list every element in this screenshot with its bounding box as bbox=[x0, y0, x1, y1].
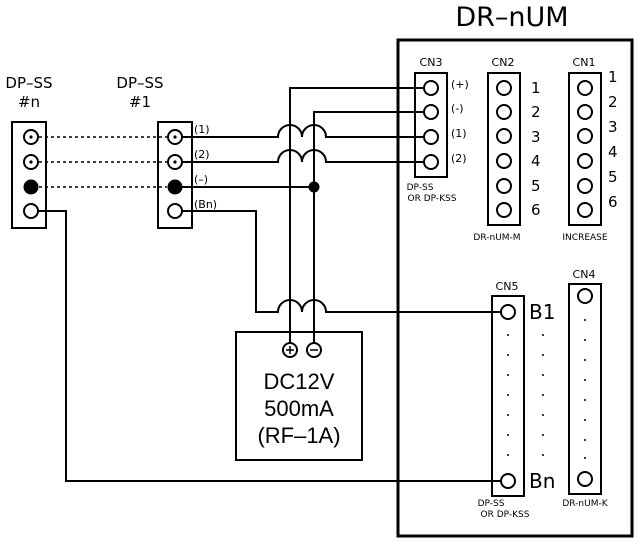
wire-bn-n bbox=[38, 210, 501, 482]
cn3-label: CN3 bbox=[420, 56, 443, 69]
dpss-1-label-bn: (Bn) bbox=[194, 198, 217, 211]
cn3-pin-label-2: (2) bbox=[451, 152, 467, 165]
dpss-n-terminal-block bbox=[11, 121, 47, 229]
cn5-connector bbox=[491, 295, 525, 497]
psu-model: (RF–1A) bbox=[257, 423, 340, 448]
wire-minus bbox=[313, 111, 424, 343]
cn3-pin-label-minus: (-) bbox=[451, 102, 464, 115]
wire-signal-2 bbox=[182, 149, 424, 163]
cn2-pin-3: 3 bbox=[531, 128, 541, 146]
cn4-label: CN4 bbox=[573, 268, 596, 281]
cn1-pin-1: 1 bbox=[608, 68, 618, 86]
cn4-connector bbox=[568, 283, 602, 495]
wire-signal-1 bbox=[182, 124, 424, 138]
cn3-pin-plus bbox=[423, 80, 439, 96]
cn5-pin-label-b1: B1 bbox=[529, 300, 555, 324]
cn4-pin-last bbox=[577, 471, 593, 487]
psu-current: 500mA bbox=[264, 396, 334, 421]
cn1-pin-2: 2 bbox=[608, 93, 618, 111]
cn1-pin-5: 5 bbox=[608, 168, 618, 186]
wire-plus bbox=[289, 87, 424, 343]
cn2-pins bbox=[496, 80, 512, 218]
power-supply bbox=[235, 331, 363, 461]
cn2-connector bbox=[487, 72, 521, 226]
cn5-pin-b1 bbox=[500, 304, 516, 320]
dpss-n-terminals bbox=[23, 129, 39, 219]
dpss-1-label-minus: (–) bbox=[194, 173, 208, 186]
cn2-pin-1: 1 bbox=[531, 79, 541, 97]
cn3-pin-label-plus: (+) bbox=[451, 78, 469, 91]
dpss-n-terminal-minus bbox=[23, 179, 39, 195]
cn1-pin-3: 3 bbox=[608, 118, 618, 136]
dpss-1-terminal-block bbox=[157, 121, 193, 229]
dpss-1-name: DP–SS bbox=[116, 74, 163, 92]
cn4-caption: DR-nUM-K bbox=[562, 499, 608, 509]
dpss-n-index: #n bbox=[18, 93, 40, 111]
cn3-connector bbox=[414, 72, 448, 178]
cn1-caption: INCREASE bbox=[562, 233, 607, 243]
junction-dot bbox=[308, 181, 320, 193]
cn3-pin-minus bbox=[423, 104, 439, 120]
dpss-1-terminal-bn bbox=[167, 203, 183, 219]
cn5-pin-label-bn: Bn bbox=[529, 469, 555, 493]
dpss-1-label-1: (1) bbox=[194, 123, 210, 136]
cn2-pin-6: 6 bbox=[531, 201, 541, 219]
cn5-caption-1: DP-SS bbox=[478, 499, 505, 509]
cn1-pin-4: 4 bbox=[608, 143, 618, 161]
cn5-dots bbox=[507, 334, 544, 456]
cn2-pin-2: 2 bbox=[531, 103, 541, 121]
cn1-pin-6: 6 bbox=[608, 193, 618, 211]
module-title: DR–nUM bbox=[455, 2, 568, 33]
cn2-pin-5: 5 bbox=[531, 177, 541, 195]
cn4-pin-first bbox=[577, 288, 593, 304]
dr-num-module bbox=[396, 38, 634, 538]
cn2-label: CN2 bbox=[492, 56, 515, 69]
cn3-pin-2 bbox=[423, 154, 439, 170]
cn3-pin-1 bbox=[423, 129, 439, 145]
dpss-1-index: #1 bbox=[129, 93, 151, 111]
dpss-1-terminals bbox=[167, 129, 183, 219]
cn3-pin-label-1: (1) bbox=[451, 127, 467, 140]
cn4-dots bbox=[584, 319, 586, 459]
cn5-caption-2: OR DP-KSS bbox=[481, 510, 530, 520]
dpss-1-terminal-minus bbox=[167, 179, 183, 195]
cn3-caption-2: OR DP-KSS bbox=[408, 194, 457, 204]
wire-bn-1 bbox=[182, 210, 501, 313]
dpss-n-terminal-bn bbox=[23, 203, 39, 219]
cn2-pin-4: 4 bbox=[531, 152, 541, 170]
dpss-1-label-2: (2) bbox=[194, 148, 210, 161]
cn1-label: CN1 bbox=[573, 56, 596, 69]
cn1-connector bbox=[568, 72, 602, 226]
wires bbox=[38, 87, 501, 482]
cn1-pins bbox=[577, 80, 593, 218]
psu-voltage: DC12V bbox=[264, 369, 335, 394]
cn5-pin-bn bbox=[500, 473, 516, 489]
dpss-n-name: DP–SS bbox=[5, 74, 52, 92]
cn2-caption: DR-nUM-M bbox=[473, 233, 520, 243]
cn5-label: CN5 bbox=[496, 280, 519, 293]
cn3-caption-1: DP-SS bbox=[407, 183, 434, 193]
